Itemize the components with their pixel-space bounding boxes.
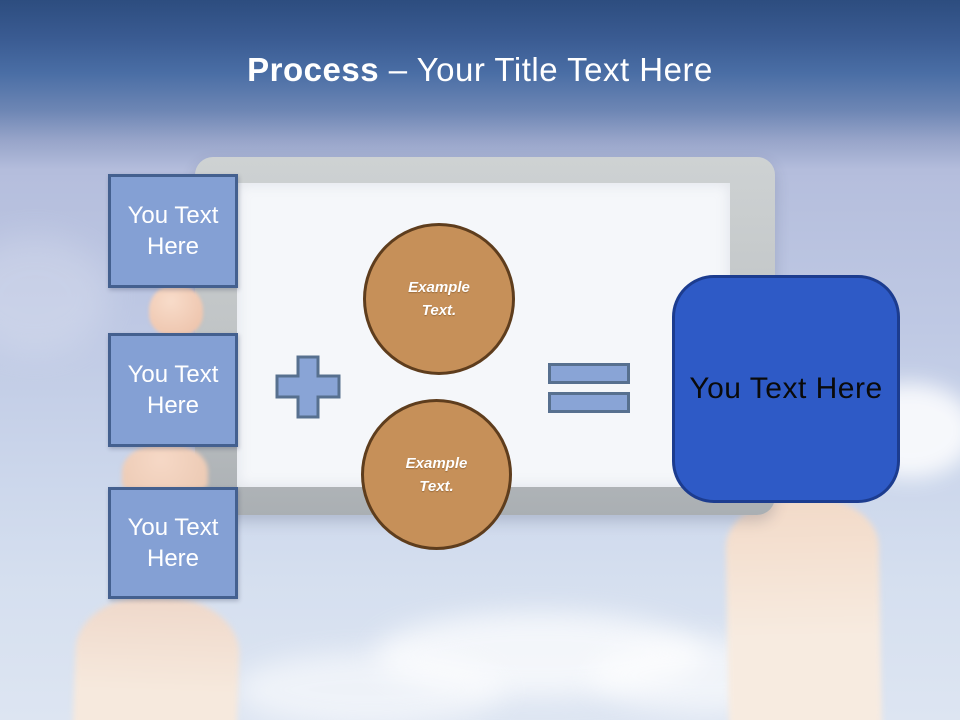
text-placeholder-label: You Text Here	[127, 202, 219, 260]
circle-label: Example Text.	[408, 279, 470, 319]
example-circle-1[interactable]: Example Text.	[363, 223, 515, 375]
text-placeholder-label: You Text Here	[127, 514, 219, 572]
title-rest: – Your Title Text Here	[388, 51, 713, 88]
text-placeholder-2[interactable]: You Text Here	[108, 333, 238, 447]
cloud	[235, 652, 505, 720]
equals-icon	[548, 392, 630, 413]
equals-icon	[548, 363, 630, 384]
page-title[interactable]: Process – Your Title Text Here	[0, 50, 960, 90]
title-emphasis: Process	[247, 51, 380, 88]
circle-label: Example Text.	[405, 454, 468, 495]
left-thumb-photo	[122, 443, 208, 491]
left-thumb-photo	[149, 284, 203, 336]
right-arm-photo	[725, 497, 882, 720]
example-circle-2[interactable]: Example Text.	[361, 399, 512, 550]
text-placeholder-1[interactable]: You Text Here	[108, 174, 238, 288]
left-arm-photo	[72, 594, 242, 720]
result-placeholder[interactable]: You Text Here	[672, 275, 900, 503]
plus-icon-shape	[275, 355, 341, 419]
text-placeholder-3[interactable]: You Text Here	[108, 487, 238, 599]
result-label: You Text Here	[689, 372, 883, 405]
header-gradient-band	[0, 0, 960, 175]
text-placeholder-label: You Text Here	[127, 361, 219, 419]
plus-icon	[275, 355, 341, 419]
cloud	[0, 235, 110, 355]
